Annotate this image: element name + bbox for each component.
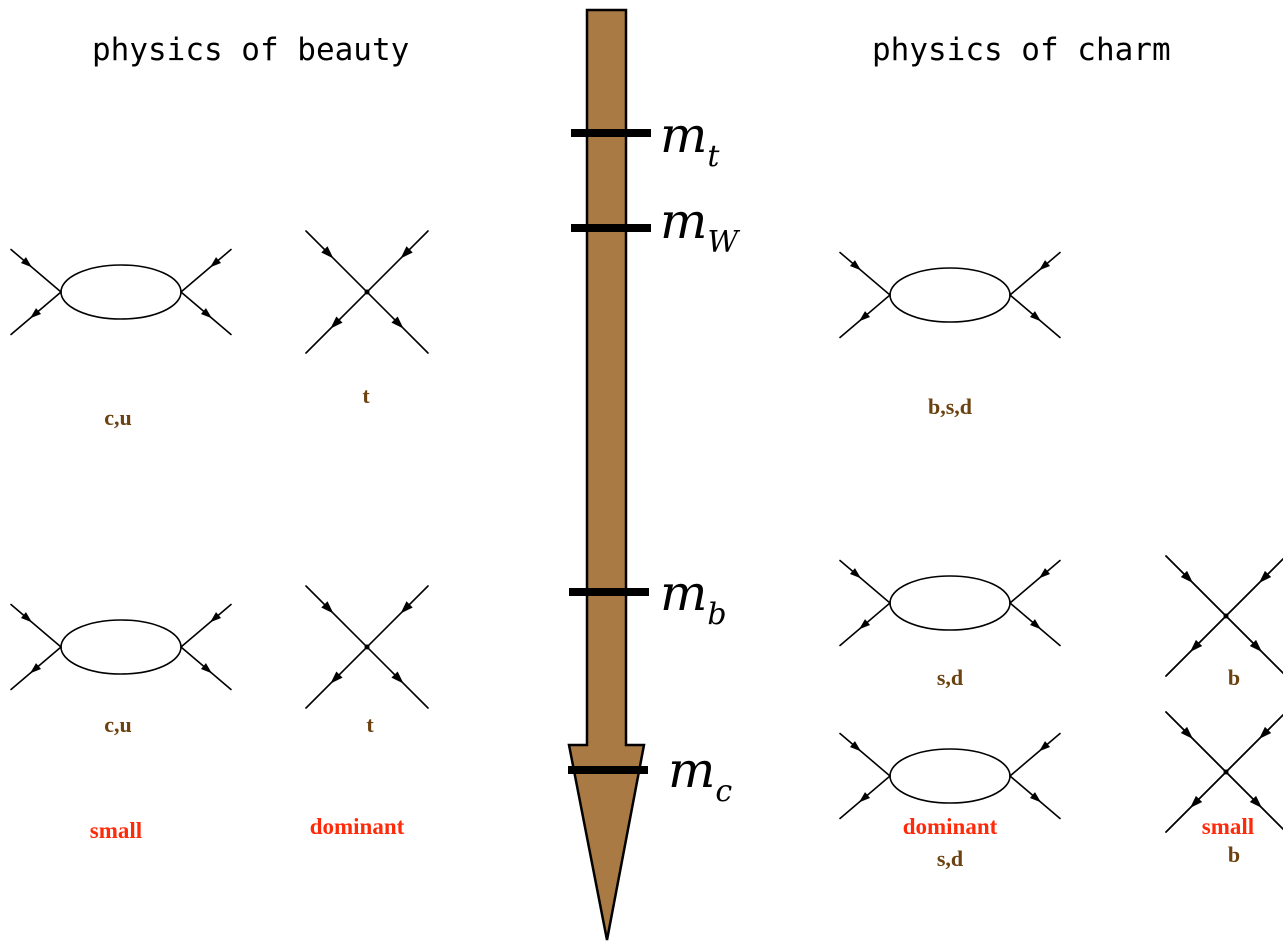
svg-text:mc: mc <box>668 741 732 809</box>
charm-row3-loop-diagram <box>839 732 1061 820</box>
beauty-row1-loop-label: c,u <box>104 405 132 430</box>
scale-subscript: t <box>707 139 720 174</box>
beauty-row2-loop-diagram <box>10 603 232 691</box>
charm-row1-loop-diagram <box>839 251 1061 339</box>
scale-subscript: b <box>707 597 726 632</box>
charm-row2-contact-diagram <box>1165 555 1283 677</box>
charm-verdict-contact: small <box>1202 814 1254 839</box>
beauty-row1-loop-diagram <box>10 248 232 336</box>
svg-text:mt: mt <box>660 106 720 174</box>
charm-row3-loop-label: s,d <box>937 846 963 871</box>
energy-scale-arrow <box>567 8 646 941</box>
scale-tick-mb: mb <box>569 564 727 632</box>
scale-symbol: m <box>660 564 707 622</box>
charm-row1-loop-label: b,s,d <box>928 394 972 419</box>
beauty-row2-contact-diagram <box>305 585 429 709</box>
scale-tick-mc: mc <box>568 741 732 809</box>
scale-symbol: m <box>668 741 715 799</box>
beauty-verdict-contact: dominant <box>310 814 405 839</box>
charm-verdict-loop: dominant <box>903 814 998 839</box>
scale-symbol: m <box>660 192 707 250</box>
scale-tick-mt: mt <box>571 106 720 174</box>
feynman-diagrams <box>10 230 1283 833</box>
charm-row2-loop-diagram <box>839 559 1061 647</box>
svg-text:mb: mb <box>660 564 727 632</box>
heading-charm: physics of charm <box>872 32 1171 68</box>
beauty-row1-contact-label: t <box>362 383 370 408</box>
beauty-row2-contact-label: t <box>366 712 374 737</box>
charm-row2-loop-label: s,d <box>937 665 963 690</box>
scale-subscript: c <box>715 774 732 809</box>
svg-text:mW: mW <box>660 192 740 260</box>
charm-row2-contact-label: b <box>1228 665 1240 690</box>
scale-subscript: W <box>707 225 740 260</box>
charm-row3-contact-diagram <box>1165 711 1283 833</box>
scale-symbol: m <box>660 106 707 164</box>
beauty-row2-loop-label: c,u <box>104 712 132 737</box>
scale-tick-mw: mW <box>571 192 740 260</box>
charm-row3-contact-label: b <box>1228 842 1240 867</box>
beauty-verdict-loop: small <box>90 818 142 843</box>
heading-beauty: physics of beauty <box>92 32 409 68</box>
beauty-row1-contact-diagram <box>305 230 429 354</box>
